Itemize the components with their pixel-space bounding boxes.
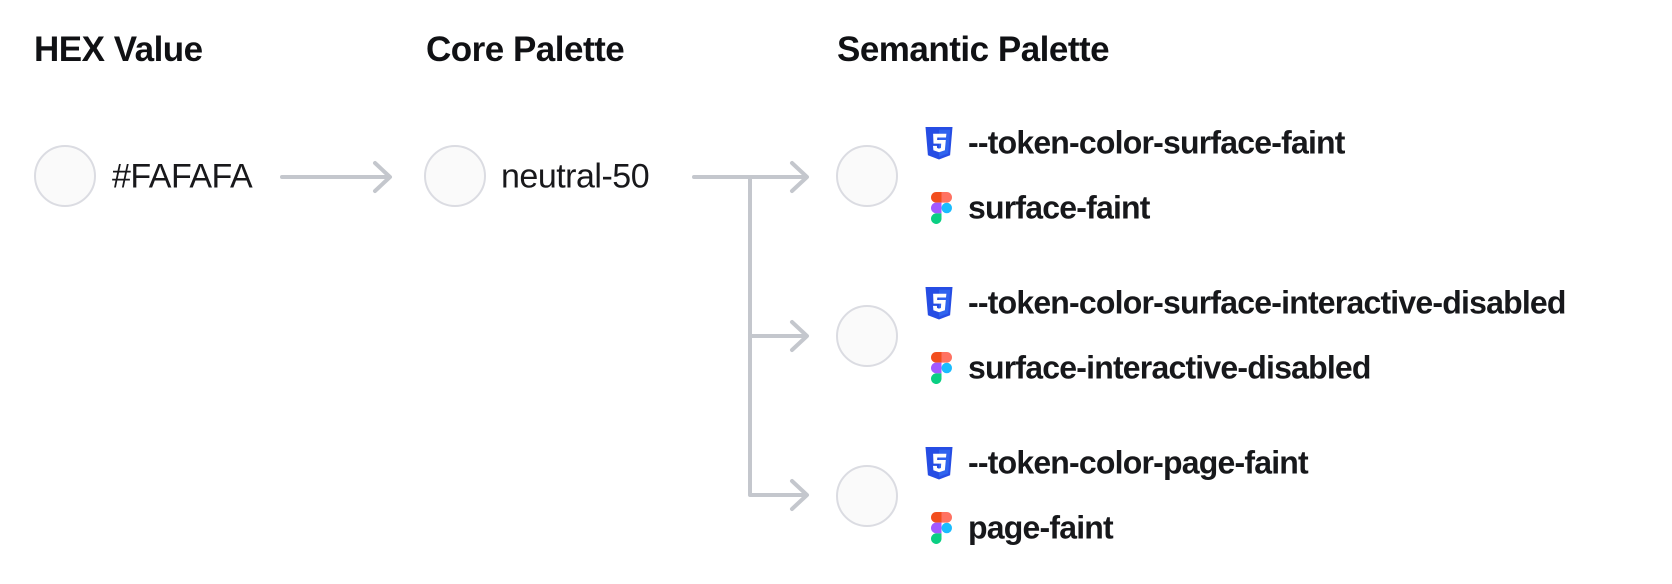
arrow-hex-to-core-head xyxy=(373,161,392,193)
css3-badge-icon xyxy=(925,287,953,320)
figma-token-label: page-faint xyxy=(968,509,1114,546)
arrow-strokes xyxy=(280,161,809,511)
css-badge-3-glyph xyxy=(933,293,947,313)
figma-lobe-green xyxy=(931,533,942,544)
css-badge-3-glyph xyxy=(933,453,947,473)
figma-lobe-blue xyxy=(941,202,952,214)
figma-lobe-orange xyxy=(931,352,942,363)
core-palette-heading: Core Palette xyxy=(426,30,625,69)
semantic-palette-heading: Semantic Palette xyxy=(837,30,1110,69)
figma-lobe-salmon xyxy=(941,352,952,363)
figma-logo-icon xyxy=(931,352,952,384)
figma-lobe-green xyxy=(931,213,942,224)
css3-badge-icon xyxy=(925,127,953,160)
css-token-label: --token-color-surface-interactive-disabl… xyxy=(968,284,1566,321)
arrow-row3-head xyxy=(790,479,809,511)
figma-lobe-blue xyxy=(941,362,952,374)
figma-token-label: surface-interactive-disabled xyxy=(968,349,1371,386)
figma-lobe-orange xyxy=(931,512,942,523)
branch-trunk-and-elbow xyxy=(748,175,807,497)
semantic-swatch-surface-interactive-disabled xyxy=(836,305,898,367)
hex-value-text: #FAFAFA xyxy=(112,157,253,196)
css-badge-3-glyph xyxy=(933,133,947,153)
hex-value-heading: HEX Value xyxy=(34,30,203,69)
figma-logo-icon xyxy=(931,192,952,224)
figma-token-label: surface-faint xyxy=(968,189,1150,226)
css3-badge-icon xyxy=(925,447,953,480)
hex-color-swatch xyxy=(34,145,96,207)
figma-lobe-purple xyxy=(931,202,942,214)
core-token-text: neutral-50 xyxy=(501,157,650,196)
figma-lobe-green xyxy=(931,373,942,384)
css-token-label: --token-color-surface-faint xyxy=(968,124,1345,161)
figma-lobe-purple xyxy=(931,362,942,374)
css-token-label: --token-color-page-faint xyxy=(968,444,1309,481)
figma-lobe-salmon xyxy=(941,192,952,203)
figma-lobe-salmon xyxy=(941,512,952,523)
semantic-swatch-page-faint xyxy=(836,465,898,527)
arrow-row2-head xyxy=(790,320,809,352)
figma-lobe-blue xyxy=(941,522,952,534)
arrow-core-to-row1-head xyxy=(790,161,809,193)
figma-lobe-purple xyxy=(931,522,942,534)
semantic-swatch-surface-faint xyxy=(836,145,898,207)
figma-logo-icon xyxy=(931,512,952,544)
figma-lobe-orange xyxy=(931,192,942,203)
core-color-swatch xyxy=(424,145,486,207)
